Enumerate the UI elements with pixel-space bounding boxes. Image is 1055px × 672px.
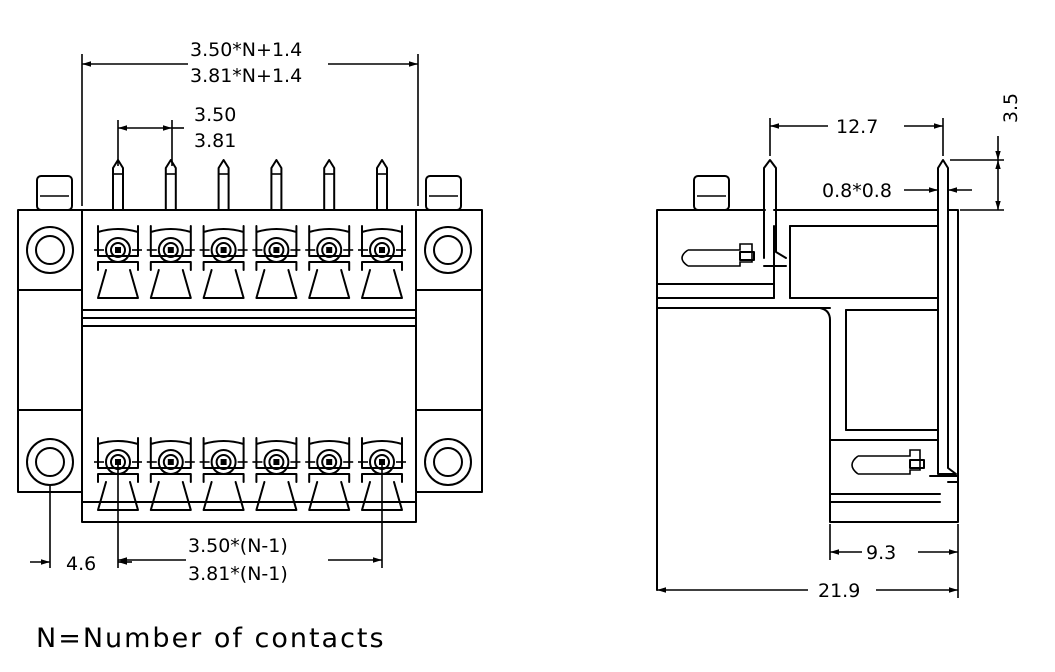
dim-pitch: 3.50 3.81 <box>117 104 236 166</box>
mounting-hole-bottom-left <box>26 438 74 486</box>
dim-base-depth: 9.3 <box>829 524 959 564</box>
front-view: 3.50*N+1.4 3.81*N+1.4 3.50 3.81 3.50*(N-… <box>17 39 483 585</box>
contact-pin-4 <box>270 159 283 211</box>
dim-overall-depth: 21.9 <box>657 560 959 602</box>
contact-pin-6 <box>376 159 388 211</box>
base-depth-label: 9.3 <box>866 542 896 564</box>
mounting-hole-bottom-right <box>424 438 472 486</box>
contact-pin-2 <box>164 159 177 211</box>
right-screw-boss <box>425 175 462 211</box>
span-label-a: 3.50*(N-1) <box>188 535 288 557</box>
side-view: 12.7 3.5 0.8*0.8 9.3 21.9 <box>656 93 1022 602</box>
dim-pin-height: 3.5 <box>950 93 1022 211</box>
housing-body <box>81 209 417 523</box>
overall-depth-label: 21.9 <box>818 580 860 602</box>
flange-offset-label: 4.6 <box>66 553 96 575</box>
mounting-hole-top-left <box>26 226 74 274</box>
upper-contact-1 <box>94 225 142 299</box>
contact-pin-3 <box>217 159 230 211</box>
side-lower-body <box>656 307 959 591</box>
upper-contact-row <box>94 225 406 299</box>
overall-width-label-b: 3.81*N+1.4 <box>190 65 302 87</box>
dim-pin-spacing: 12.7 <box>769 116 944 156</box>
overall-width-label-a: 3.50*N+1.4 <box>190 39 302 61</box>
upper-contact-3 <box>199 225 248 299</box>
mounting-hole-top-right <box>424 226 472 274</box>
contact-pin-5 <box>323 159 336 211</box>
side-contact-hook-upper <box>681 243 753 267</box>
upper-contact-5 <box>305 225 354 299</box>
lower-contact-2 <box>146 437 195 511</box>
pin-height-label: 3.5 <box>1000 93 1022 123</box>
dim-overall-width: 3.50*N+1.4 3.81*N+1.4 <box>81 39 419 206</box>
dim-pin-section: 0.8*0.8 <box>822 180 972 202</box>
lower-contact-5 <box>305 437 354 511</box>
footnote: N=Number of contacts <box>36 623 386 654</box>
upper-contact-6 <box>358 225 406 299</box>
lower-contact-4 <box>252 437 301 511</box>
pitch-label-a: 3.50 <box>194 104 236 126</box>
lower-contact-row <box>94 437 406 511</box>
front-pins <box>112 159 388 211</box>
left-screw-boss <box>36 175 73 211</box>
pitch-label-b: 3.81 <box>194 130 236 152</box>
contact-pin-1 <box>112 159 124 211</box>
dim-flange-offset: 4.6 <box>30 486 132 575</box>
upper-contact-4 <box>252 225 301 299</box>
dim-contact-span: 3.50*(N-1) 3.81*(N-1) <box>117 462 383 585</box>
lower-contact-3 <box>199 437 248 511</box>
span-label-b: 3.81*(N-1) <box>188 563 288 585</box>
upper-contact-2 <box>146 225 195 299</box>
left-flange-lower <box>17 409 83 493</box>
side-pin-front <box>763 159 787 259</box>
pin-spacing-label: 12.7 <box>836 116 878 138</box>
side-pin-rear <box>937 159 957 475</box>
side-screw-boss <box>693 175 730 211</box>
right-flange-lower <box>415 409 483 493</box>
pin-section-label: 0.8*0.8 <box>822 180 892 202</box>
